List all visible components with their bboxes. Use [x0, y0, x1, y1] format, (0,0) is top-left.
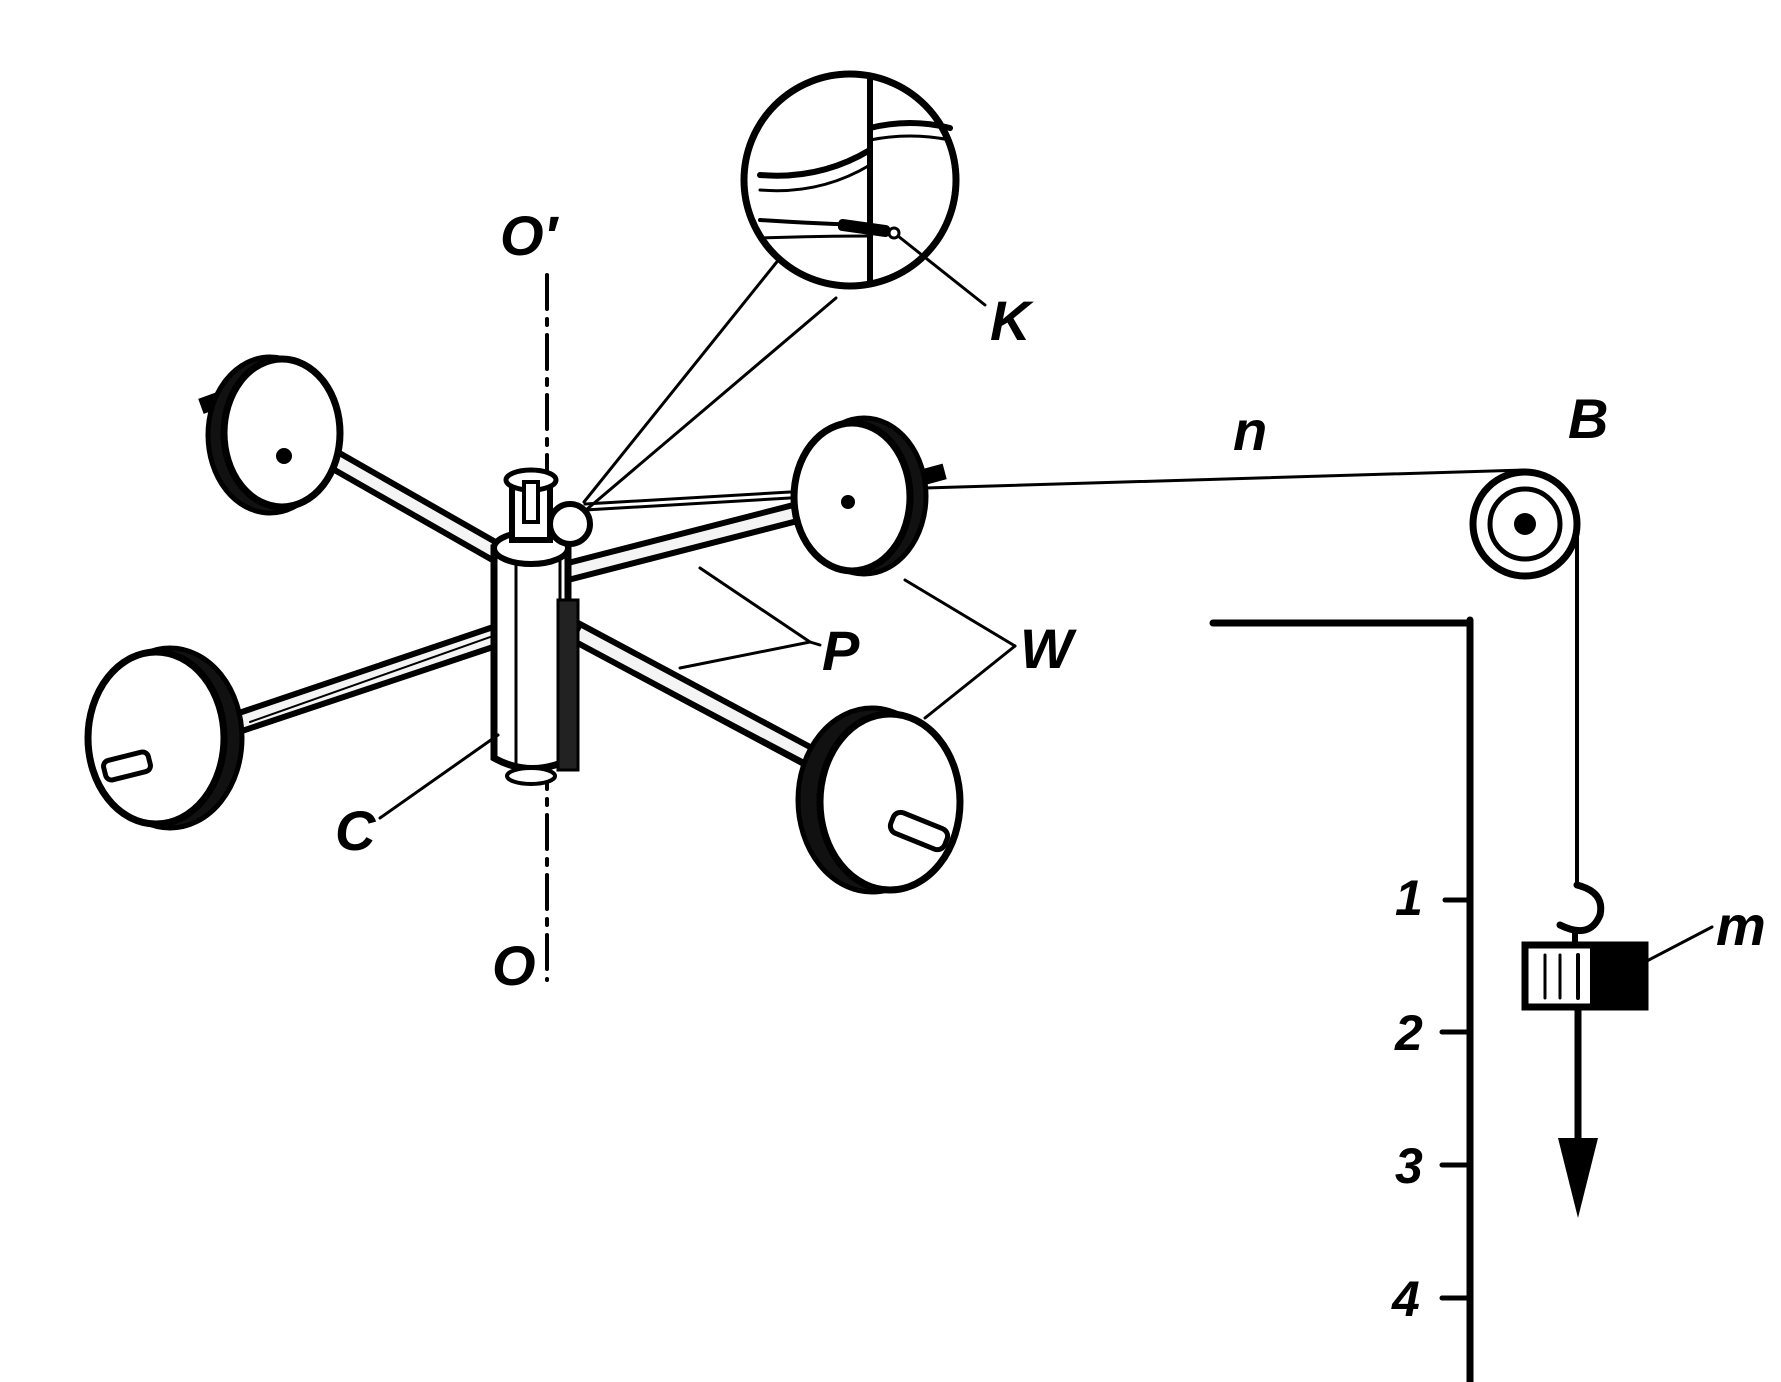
labels: O′ O K n B P W C m: [335, 204, 1766, 997]
weight-lower-left: [84, 645, 245, 831]
weight-upper-left: [198, 354, 344, 516]
thread-and-pulley: [583, 468, 1581, 887]
weight-lower-right: [795, 705, 964, 895]
rods: [220, 422, 872, 799]
scale-label-1: 1: [1395, 870, 1423, 926]
weights: [84, 354, 964, 895]
label-thread: n: [1233, 399, 1267, 462]
magnified-inset: [582, 70, 987, 512]
leader-lines: [378, 566, 1017, 820]
label-axis-bottom: O: [492, 934, 536, 997]
label-weights: W: [1020, 617, 1077, 680]
label-cylinder: C: [335, 799, 377, 862]
label-axis-top: O′: [500, 204, 560, 267]
central-cylinder: [490, 467, 593, 786]
label-rods: P: [822, 619, 860, 682]
rod-lower-left: [220, 614, 530, 739]
weight-upper-right: [790, 415, 947, 577]
label-pulley: B: [1568, 387, 1608, 450]
scale-label-2: 2: [1394, 1005, 1423, 1061]
label-pin: K: [990, 289, 1034, 352]
scale-label-4: 4: [1391, 1271, 1420, 1327]
gravity-arrow-head: [1558, 1138, 1598, 1218]
label-mass: m: [1716, 894, 1766, 957]
hanging-mass: [1521, 881, 1714, 1218]
pulley-wheel: [1469, 468, 1581, 580]
measuring-scale: 1 2 3 4: [1209, 616, 1474, 1382]
scale-label-3: 3: [1395, 1138, 1423, 1194]
